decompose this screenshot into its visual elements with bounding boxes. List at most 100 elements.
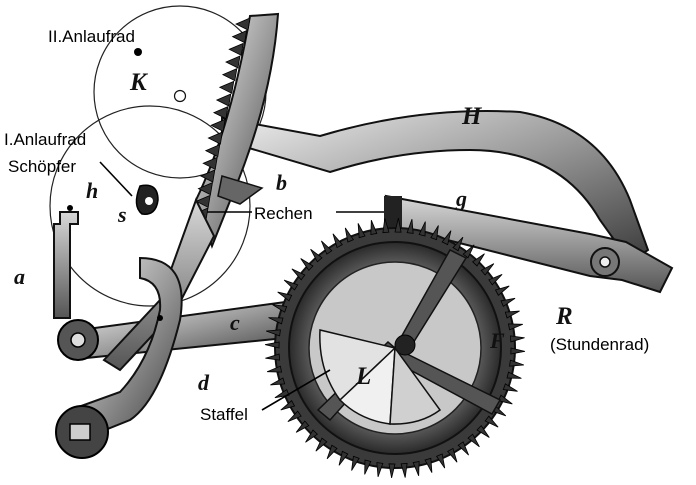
rack-tooth-b (217, 175, 264, 205)
gear-tooth (507, 323, 523, 331)
gear-tooth (265, 329, 281, 337)
rack-tooth (228, 42, 244, 56)
scoop (135, 184, 159, 215)
gear-tooth (480, 263, 495, 276)
gear-tooth (497, 394, 513, 405)
gear-tooth (272, 304, 288, 313)
gear-tooth (315, 437, 328, 452)
gear-tooth (295, 420, 310, 433)
gear-tooth (504, 310, 520, 319)
gear-tooth (506, 371, 522, 379)
gear-tooth (400, 462, 408, 478)
gear-tooth (476, 424, 490, 438)
gear-tooth (441, 230, 452, 246)
gear-tooth (484, 415, 499, 428)
gear-tooth (332, 233, 343, 249)
gear-tooth (265, 353, 281, 361)
rack-tail-block (384, 196, 402, 228)
gear-tooth (268, 317, 284, 325)
rack-tooth (212, 106, 229, 120)
gear-tooth (280, 400, 296, 411)
gear-tooth (291, 268, 306, 281)
gear-tooth (509, 335, 525, 343)
rack-tooth (225, 55, 241, 69)
gear-tooth (283, 279, 299, 291)
gear-tooth (364, 459, 372, 475)
gear-tooth (452, 236, 464, 252)
gear-tooth (357, 223, 366, 239)
letter-R: R (555, 303, 573, 330)
gear-tooth (270, 377, 286, 386)
gear-tooth (277, 291, 293, 302)
gear-tooth (264, 341, 280, 349)
label-second-starting-wheel: II.Anlaufrad (48, 27, 135, 46)
snail-leader (261, 369, 331, 411)
rack-tooth (210, 118, 226, 132)
label-hour-wheel: (Stundenrad) (550, 335, 649, 354)
gear-tooth (471, 253, 485, 267)
gear-tooth (418, 221, 426, 237)
gear-tooth (467, 433, 480, 448)
letter-a: a (14, 264, 25, 289)
gear-tooth (424, 457, 433, 473)
letter-s: s (117, 202, 127, 227)
gear-tooth (509, 359, 525, 367)
letter-H: H (461, 103, 483, 130)
gear-tooth (376, 462, 384, 478)
gear-tooth (462, 244, 475, 259)
wheel-pin (134, 48, 142, 56)
gear-tooth (457, 441, 470, 456)
annotation-labels: II.Anlaufrad I.Anlaufrad Schöpfer Rechen… (4, 27, 649, 424)
rack-tooth (197, 182, 213, 196)
gear-tooth (406, 218, 414, 234)
lever-g (384, 194, 674, 294)
gear-tooth (502, 383, 518, 392)
rack (102, 12, 280, 372)
lever-H (221, 110, 650, 264)
letter-g: g (455, 186, 467, 211)
rack-tooth (231, 30, 248, 44)
left-pivot-screws (55, 319, 109, 459)
gear-tooth (320, 240, 333, 255)
scoop-leader (99, 161, 133, 197)
gear-tooth (388, 463, 396, 479)
gear-tooth (287, 410, 302, 423)
gear-tooth (338, 450, 349, 466)
label-first-starting-wheel: I.Anlaufrad (4, 130, 86, 149)
gear-tooth (500, 297, 516, 308)
letter-d: d (198, 370, 210, 395)
gear-tooth (300, 258, 314, 272)
rack-tooth (204, 144, 221, 158)
letter-F: F (489, 328, 505, 353)
rack-tooth (195, 194, 211, 208)
rack-tooth (235, 17, 251, 31)
gear-tooth (370, 220, 378, 236)
rack-tooth (207, 131, 223, 145)
letter-K: K (129, 69, 149, 96)
letter-h: h (86, 178, 98, 203)
wheel-arbor (173, 89, 187, 103)
letter-b: b (276, 170, 287, 195)
label-scoop: Schöpfer (8, 157, 76, 176)
snail-cam (319, 329, 442, 425)
gear-tooth (267, 365, 283, 373)
gear-tooth (447, 447, 458, 463)
arm-a (53, 205, 79, 319)
letter-c: c (230, 310, 240, 335)
rack-tooth (221, 68, 238, 82)
first-starting-wheel (49, 105, 251, 307)
gear-tooth (510, 347, 526, 355)
letter-L: L (355, 363, 371, 390)
gear-tooth (344, 227, 355, 243)
gear-tooth (435, 453, 446, 469)
gear-tooth (326, 444, 338, 460)
rack-tooth (215, 93, 232, 107)
gear-tooth (494, 285, 510, 296)
gear-tooth (430, 225, 439, 241)
rack-tooth (218, 80, 235, 94)
rack-tooth (199, 169, 216, 183)
hour-wheel-teeth (264, 217, 526, 479)
gear-tooth (305, 429, 319, 443)
